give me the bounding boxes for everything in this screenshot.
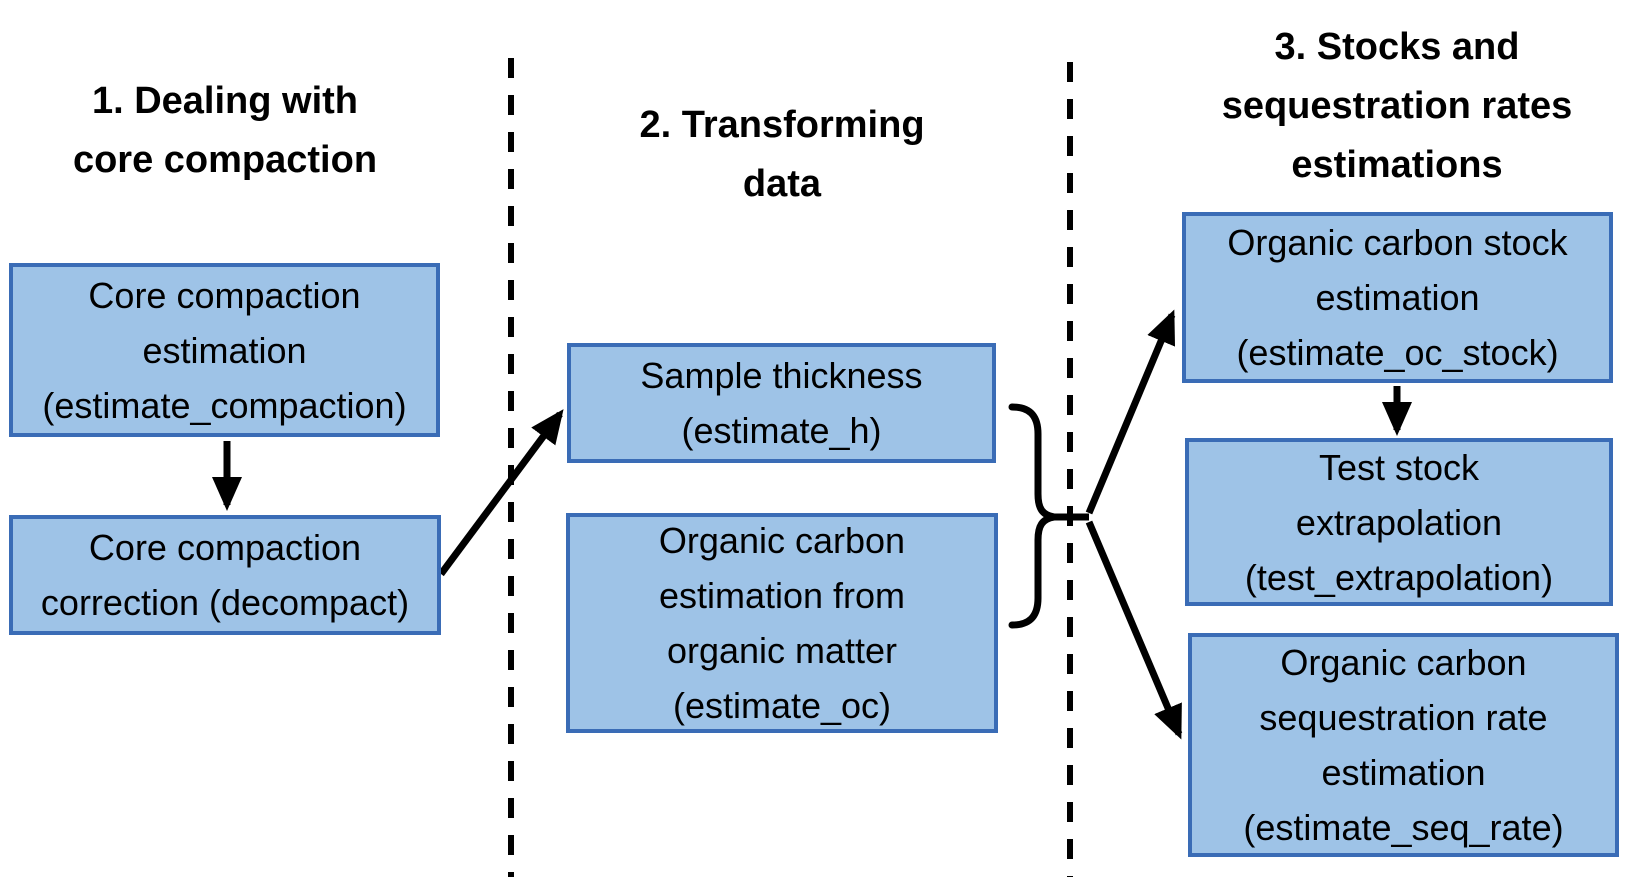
box-text-line: Core compaction [88,274,361,316]
section-3-title-line: estimations [1291,144,1503,186]
box-text-line: estimation from [658,575,906,616]
box-text-line: extrapolation [1295,501,1503,543]
section-3-title-line: 3. Stocks and [1274,26,1520,68]
arrow-brace-to-seq-rate [1085,520,1183,740]
section-3-title-line: sequestration rates [1221,85,1573,127]
arrow-decompact-to-sample-thickness [438,409,564,577]
box-text-line: Sample thickness [640,355,923,396]
box-text-line: estimation [142,329,307,371]
box-text-line: (estimate_seq_rate) [1243,807,1564,848]
box-text-line: estimation [1321,752,1486,793]
box-text-line: (estimate_oc) [672,685,892,726]
box-text-line: Test stock [1318,446,1480,488]
section-1-title-line: 1. Dealing with [91,80,359,122]
section-3-title: 3. Stocks and sequestration rates estima… [1172,18,1622,195]
box-text-line: (estimate_h) [681,410,882,451]
grouping-brace [1008,403,1055,629]
section-1-title: 1. Dealing with core compaction [9,72,441,190]
box-text-line: organic matter [666,630,898,671]
box-text-line: Organic carbon [1280,642,1527,683]
arrow-brace-to-oc-stock [1085,309,1176,515]
box-text-line: correction (decompact) [40,582,410,623]
box-test-extrapolation: Test stock extrapolation (test_extrapola… [1185,438,1613,606]
box-text-line: estimation [1315,277,1480,318]
box-text-line: Organic carbon stock [1227,222,1568,263]
box-text-line: (estimate_compaction) [42,384,407,426]
box-decompact: Core compaction correction (decompact) [9,515,441,635]
box-estimate-compaction: Core compaction estimation (estimate_com… [9,263,440,437]
box-text-line: (test_extrapolation) [1244,556,1554,598]
section-2-title-line: data [742,163,822,205]
box-estimate-h: Sample thickness (estimate_h) [567,343,996,463]
section-2-title: 2. Transforming data [566,96,998,214]
box-estimate-oc: Organic carbon estimation from organic m… [566,513,998,733]
section-2-title-line: 2. Transforming [639,104,925,146]
box-text-line: sequestration rate [1259,697,1548,738]
box-text-line: (estimate_oc_stock) [1236,332,1559,373]
box-text-line: Core compaction [88,527,362,568]
box-text-line: Organic carbon [658,520,906,561]
box-estimate-seq-rate: Organic carbon sequestration rate estima… [1188,633,1619,857]
box-estimate-oc-stock: Organic carbon stock estimation (estimat… [1182,212,1613,383]
section-1-title-line: core compaction [72,139,378,181]
